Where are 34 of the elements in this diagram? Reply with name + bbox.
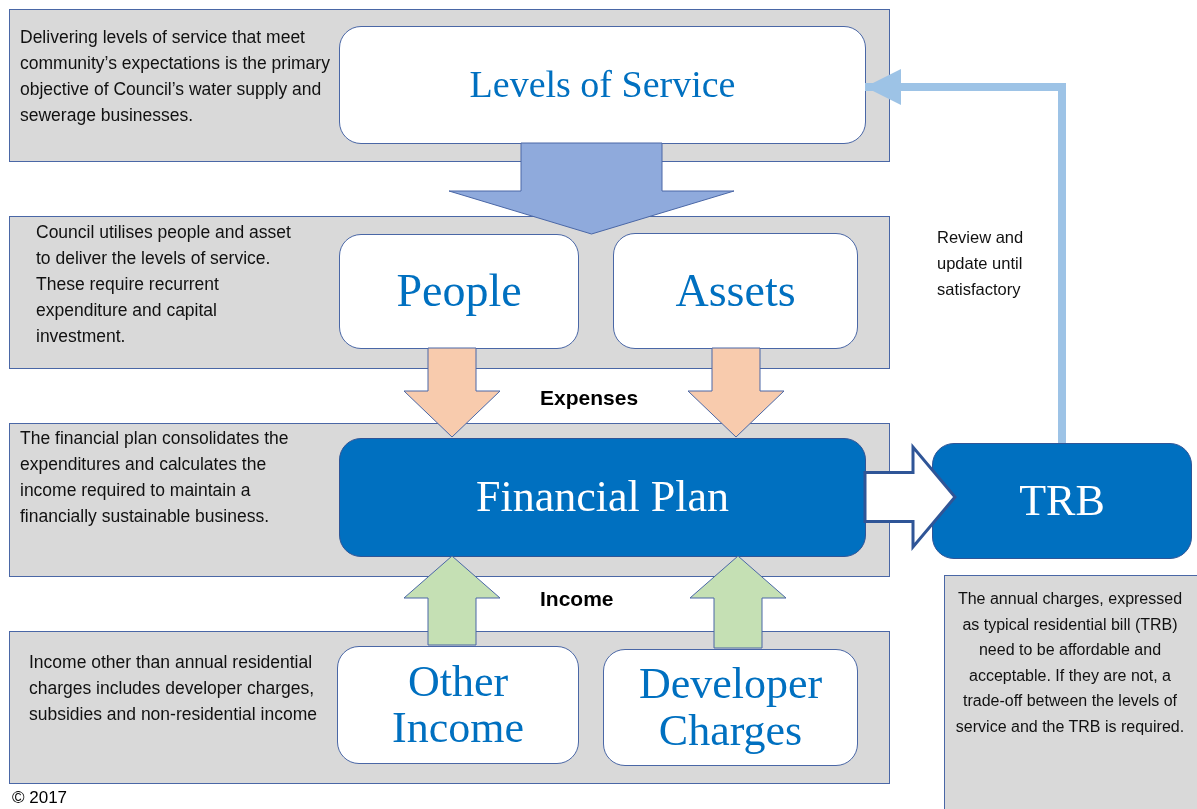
description-text: Council utilises people and asset to deliver the levels of service. These require recurrent expenditure and capital investment. [36, 221, 292, 348]
box-title: Levels of Service [469, 65, 736, 105]
description-text: Income other than annual residential charges includes developer charges, subsidies and non-residential income [29, 651, 318, 726]
block-arrow [403, 347, 501, 438]
rounded-box [613, 233, 858, 349]
rounded-box [337, 646, 579, 764]
block-arrow [687, 347, 785, 438]
block-arrow [689, 555, 787, 649]
flow-label: Expenses [540, 386, 639, 410]
panel-background [9, 423, 890, 577]
panel-background [9, 631, 890, 784]
feedback-arrow [865, 69, 1066, 443]
box-title: Financial Plan [476, 474, 729, 521]
rounded-box [339, 26, 866, 144]
rounded-box [339, 234, 579, 349]
description-text: The financial plan consolidates the expenditures and calculates the income required to maintain a financially sustainable business. [20, 427, 290, 528]
box-title: Developer Charges [637, 661, 824, 754]
box-title: People [396, 267, 522, 316]
note-box [944, 575, 1197, 809]
block-arrow [863, 442, 957, 552]
rounded-box [603, 649, 858, 766]
box-title: Other Income [391, 658, 525, 752]
box-title: Assets [675, 266, 796, 316]
panel-background [9, 216, 890, 369]
box-title: TRB [1019, 477, 1105, 525]
description-text: Delivering levels of service that meet community’s expectations is the primary objective of Council’s water supply and sewerage businesses. [20, 26, 331, 127]
copyright-text: © 2017 [12, 788, 68, 808]
rounded-box [932, 443, 1192, 559]
panel-background [9, 9, 890, 162]
note-text: The annual charges, expressed as typical residential bill (TRB) need to be affordable and acceptable. If they are not, a trade-off between the levels of service and the TRB is required. [954, 589, 1186, 737]
rounded-box [339, 438, 866, 557]
flow-label: Income [540, 587, 614, 611]
block-arrow [403, 555, 501, 646]
block-arrow [448, 142, 735, 235]
